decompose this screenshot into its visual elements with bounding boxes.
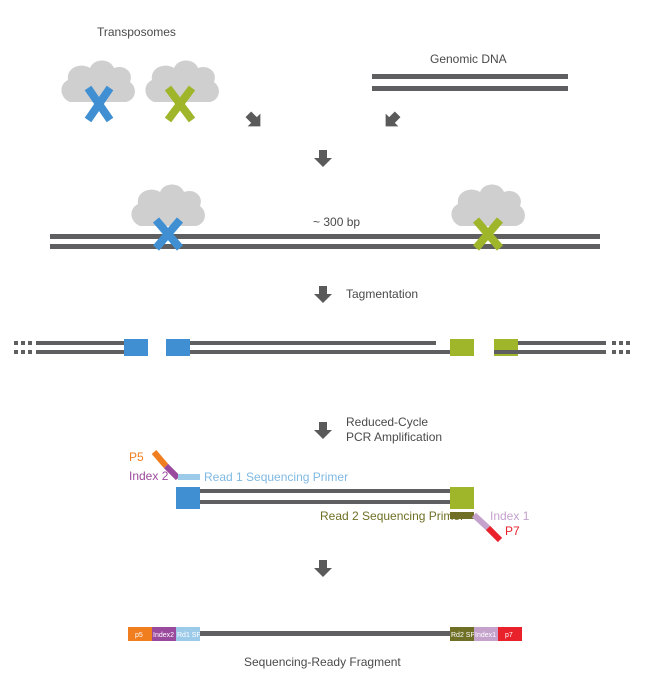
pcr-label-line2: PCR Amplification [346,430,442,444]
blue-adapter-x [84,85,114,123]
p7-label: P7 [505,524,520,538]
index1-block-label: Index1 [475,632,496,639]
dna-dash [612,350,616,354]
dna-dash [21,341,25,345]
arrow-down-icon [314,150,332,167]
final-fragment-label: Sequencing-Ready Fragment [244,655,401,669]
read1-primer-label: Read 1 Sequencing Primer [204,470,348,484]
dna-strand-top [176,489,474,493]
arrow-down-left-icon [385,111,401,127]
index2-block-label: Index2 [153,632,174,639]
read2-primer-label: Read 2 Sequencing Primer [320,509,464,523]
index2-label: Index 2 [129,469,169,483]
index2-segment [163,463,181,481]
pcr-label-line1: Reduced-Cycle [346,415,428,429]
tagmented-dna [14,339,630,356]
dna-strand-top [50,234,600,239]
rd2-sp-block-label: Rd2 SP [451,632,475,639]
green-adapter-x [472,217,504,251]
dna-strand-top [518,341,606,345]
transposase-blob [451,184,525,226]
p7-block-label: p7 [505,632,513,639]
dna-dash [612,341,616,345]
green-adapter-block [450,339,474,356]
dna-strand-bottom [176,500,474,504]
bound-transposome-blue [131,184,205,251]
rd1-sp-block [176,627,200,641]
p7-block [498,627,522,641]
genomic-dna-label: Genomic DNA [430,52,507,66]
dna-dash [28,350,32,354]
blue-adapter-block [166,339,190,356]
read1-primer [178,474,200,480]
transposome-blue [61,60,135,123]
blue-adapter-x [152,217,184,251]
dna-dash [626,341,630,345]
dna-strand-bottom [372,86,568,91]
dna-dash [21,350,25,354]
p5-segment [151,450,169,468]
p5-label: P5 [129,450,144,464]
bound-genomic-dna [50,234,600,249]
p5-block [128,627,152,641]
dna-dash [626,350,630,354]
p7-segment [485,525,503,543]
dna-strand-top [372,74,568,79]
dna-strand-bottom [50,244,600,249]
index1-block [474,627,498,641]
bound-transposome-green [451,184,525,251]
rd2-sp-block [450,627,474,641]
transposome-green [145,60,219,123]
dna-dash [14,350,18,354]
read2-primer [450,512,474,519]
rd1-sp-block-label: Rd1 SP [177,632,201,639]
dna-dash [28,341,32,345]
arrow-down-right-icon [245,111,261,127]
p7-adapter [471,512,503,543]
dna-dash [619,341,623,345]
blue-adapter-block [176,487,200,509]
green-adapter-block [450,487,474,509]
index1-label: Index 1 [490,509,530,523]
dna-strand-bottom [494,350,606,354]
sequencing-ready-fragment: p5 Index2 Rd1 SP Rd2 SP Index1 p7 [128,627,522,641]
insert-dna [200,631,450,636]
dna-strand-top [166,341,436,345]
dna-dash [14,341,18,345]
p5-block-label: p5 [135,632,143,639]
dna-strand-top [36,341,148,345]
green-adapter-x [164,85,196,123]
transposase-blob [131,184,205,226]
arrow-down-icon [314,560,332,577]
transposomes-label: Transposomes [97,25,176,39]
tagmentation-label: Tagmentation [346,287,418,301]
arrow-down-icon [314,422,332,439]
blue-adapter-block [124,339,148,356]
dna-strand-bottom [190,350,474,354]
genomic-dna [372,74,568,91]
arrow-down-icon [314,286,332,303]
index2-block [152,627,176,641]
pcr-template-dna [176,487,474,509]
dna-dash [619,350,623,354]
fragment-size-label: ~ 300 bp [313,215,360,229]
dna-strand-bottom [36,350,124,354]
p5-adapter [151,450,181,481]
index1-segment [471,512,491,531]
